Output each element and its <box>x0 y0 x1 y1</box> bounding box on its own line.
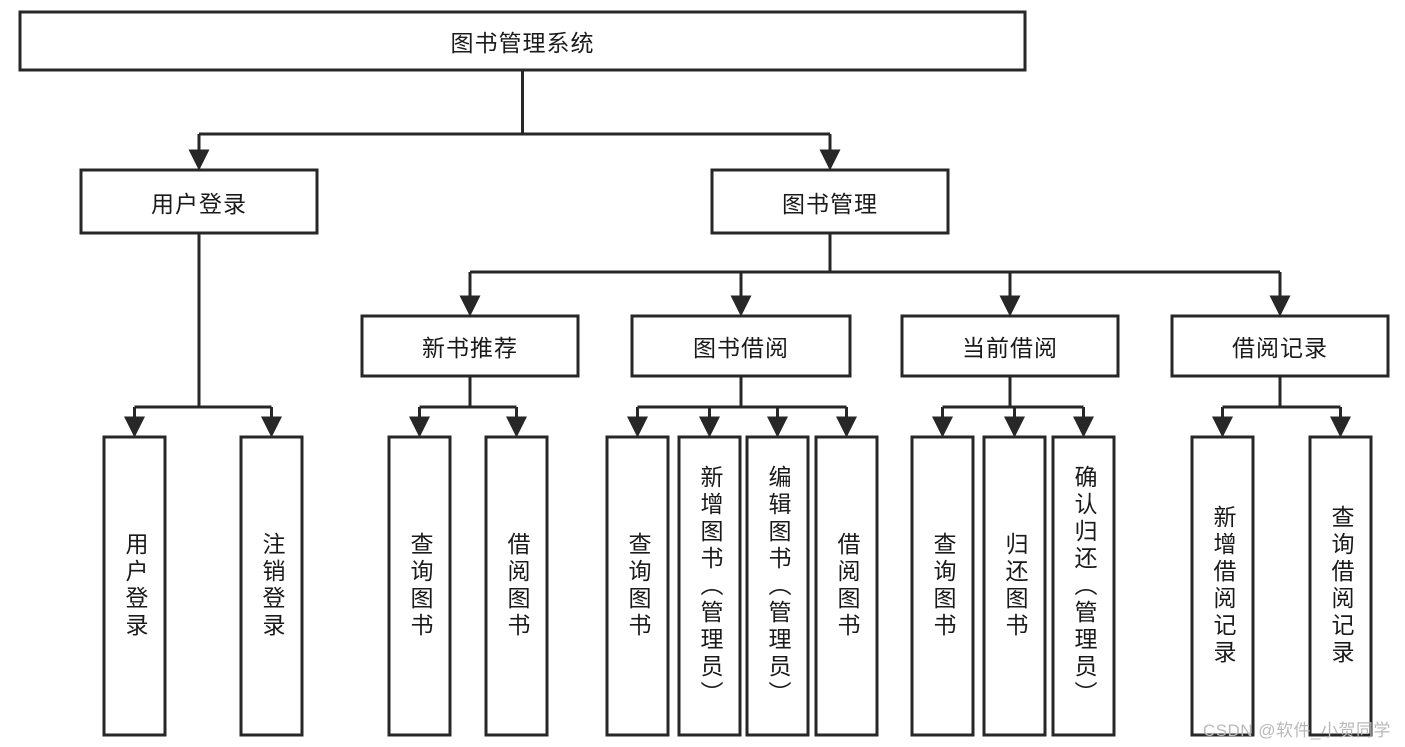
node-leaf-add-record[interactable] <box>1190 435 1255 737</box>
node-leaf-borrow-book-1[interactable] <box>484 435 549 737</box>
node-user-login[interactable] <box>79 168 319 235</box>
node-leaf-query-record[interactable] <box>1308 435 1373 737</box>
node-new-book-recommend[interactable] <box>360 314 580 378</box>
node-leaf-query-book-1[interactable] <box>387 435 452 737</box>
node-leaf-user-logout[interactable] <box>239 435 304 737</box>
node-leaf-confirm-return[interactable] <box>1051 435 1116 737</box>
node-leaf-add-book[interactable] <box>677 435 742 737</box>
node-leaf-edit-book[interactable] <box>745 435 810 737</box>
node-leaf-user-login[interactable] <box>102 435 167 737</box>
node-book-borrow[interactable] <box>630 314 852 378</box>
csdn-watermark: CSDN @软件_小贺同学 <box>1202 721 1391 740</box>
node-leaf-query-book-2[interactable] <box>605 435 670 737</box>
node-leaf-query-book-3[interactable] <box>910 435 975 737</box>
node-leaf-borrow-book-2[interactable] <box>814 435 879 737</box>
node-book-manage[interactable] <box>710 168 950 235</box>
node-borrow-record[interactable] <box>1170 314 1390 378</box>
node-current-borrow[interactable] <box>900 314 1120 378</box>
node-leaf-return-book[interactable] <box>982 435 1047 737</box>
node-root[interactable] <box>18 10 1027 72</box>
